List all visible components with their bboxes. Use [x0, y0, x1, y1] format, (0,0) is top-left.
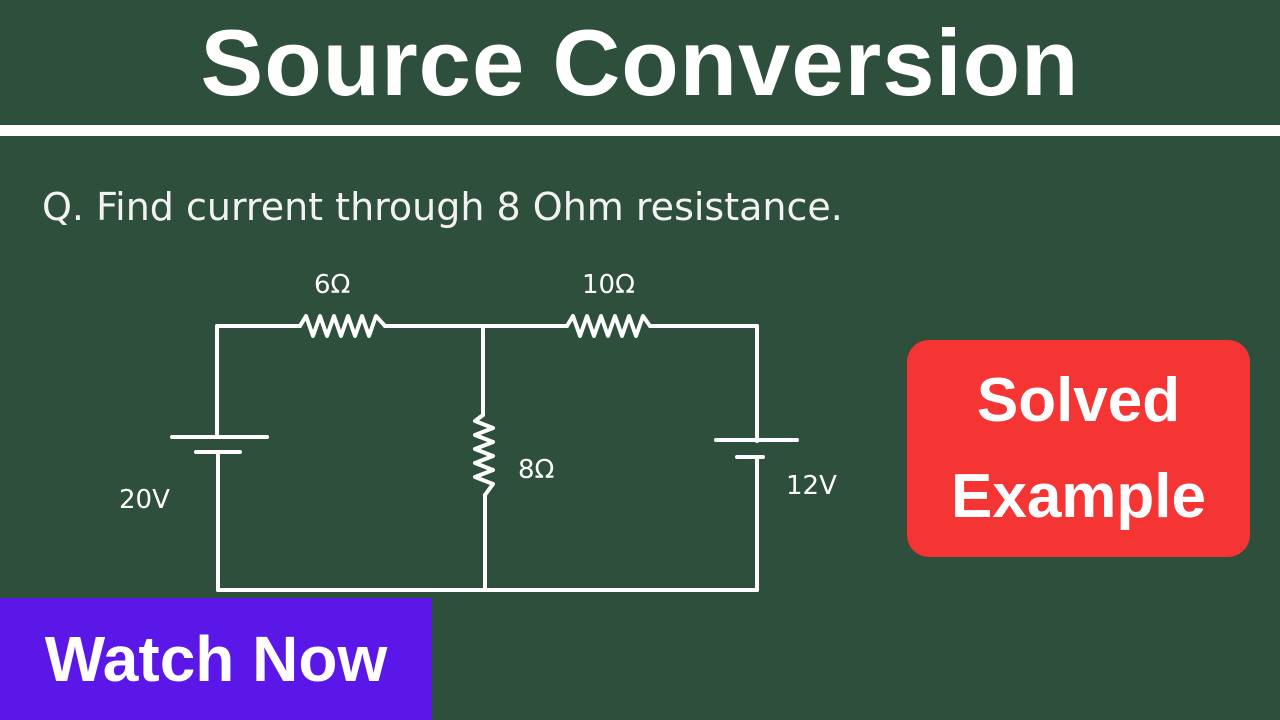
resistor-10-ohm [565, 314, 652, 338]
divider [0, 125, 1280, 136]
solved-example-badge: Solved Example [907, 340, 1250, 557]
watch-now-button[interactable]: Watch Now [0, 598, 432, 720]
page-title: Source Conversion [200, 10, 1080, 115]
badge-line-2: Example [950, 461, 1207, 531]
resistor-8-ohm [473, 413, 495, 497]
label-10-ohm: 10Ω [582, 270, 635, 300]
label-8-ohm: 8Ω [518, 455, 554, 485]
resistor-6-ohm [298, 314, 387, 338]
label-6-ohm: 6Ω [314, 270, 350, 300]
badge-line-1: Solved [976, 365, 1181, 435]
label-20v: 20V [119, 485, 170, 515]
question-text: Q. Find current through 8 Ohm resistance… [42, 185, 843, 229]
label-12v: 12V [786, 471, 837, 501]
